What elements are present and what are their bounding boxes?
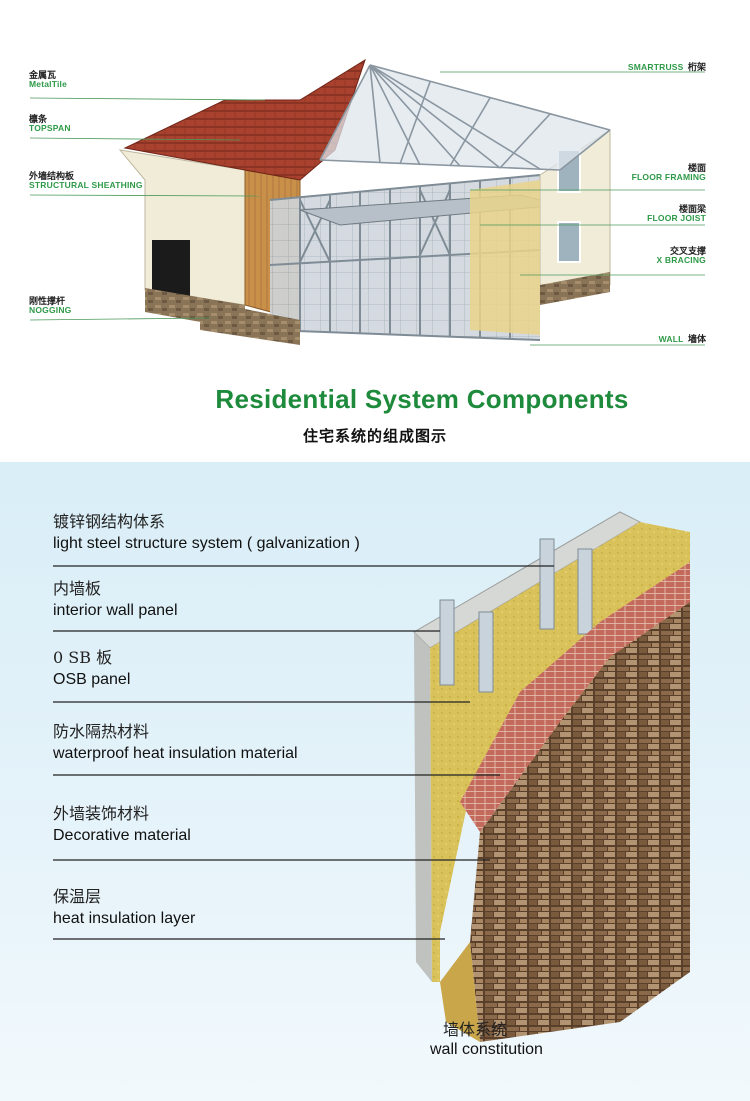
label-wall: WALL 墙体 [659, 329, 706, 347]
section-subtitle: 住宅系统的组成图示 [302, 428, 447, 445]
label-en: FLOOR JOIST [647, 213, 706, 224]
layer-cn: 镀锌钢结构体系 [53, 512, 166, 531]
decorative-stone-shape [470, 602, 690, 1042]
house-illustration [29, 58, 705, 346]
wall-cross-section-illustration [53, 511, 690, 1042]
layer-cn: 内墙板 [53, 579, 102, 598]
label-cn: 楼面 [687, 163, 706, 173]
wall-panel [470, 180, 540, 335]
layer-waterproof-insulation: 防水隔热材料 waterproof heat insulation materi… [53, 718, 298, 763]
steel-studs [439, 538, 593, 693]
wall-section: 镀锌钢结构体系 light steel structure system ( g… [0, 462, 750, 1101]
label-cn: 檩条 [29, 114, 48, 124]
label-en: X BRACING [656, 255, 706, 266]
layer-heat-insulation: 保温层 heat insulation layer [53, 883, 195, 928]
label-smartruss: SMARTRUSS 桁架 [628, 57, 706, 75]
wall-caption-en: wall constitution [430, 1041, 543, 1058]
label-en: WALL [658, 334, 684, 344]
section-title: Residential System Components [215, 384, 629, 414]
label-structural-sheathing: 外墙结构板 STRUCTURAL SHEATHING [29, 171, 143, 191]
layer-cn: 防水隔热材料 [53, 722, 150, 741]
label-topspan: 檩条 TOPSPAN [29, 114, 71, 134]
layer-en: interior wall panel [53, 602, 178, 619]
label-en: FLOOR FRAMING [631, 172, 706, 183]
layer-en: heat insulation layer [53, 910, 196, 927]
label-cn: 刚性撑杆 [29, 296, 66, 306]
residential-section: 金属瓦 MetalTile 檩条 TOPSPAN 外墙结构板 STRUCTURA… [0, 0, 750, 462]
layer-en: light steel structure system ( galvaniza… [53, 535, 360, 552]
wall-caption-cn: 墙体系统 [443, 1020, 508, 1039]
waterproof-layer-shape [460, 562, 690, 832]
label-en: MetalTile [29, 79, 68, 90]
layer-steel-structure: 镀锌钢结构体系 light steel structure system ( g… [53, 508, 360, 553]
label-metal-tile: 金属瓦 MetalTile [29, 70, 67, 90]
label-en: SMARTRUSS [627, 62, 684, 72]
label-cn: 交叉支撑 [669, 246, 706, 256]
label-cn: 楼面梁 [678, 204, 706, 214]
label-cn: 桁架 [687, 62, 706, 72]
label-en: TOPSPAN [29, 123, 71, 134]
label-cn: 墙体 [687, 334, 706, 344]
label-nogging: 刚性撑杆 NOGGING [29, 296, 72, 316]
layer-cn: 外墙装饰材料 [53, 804, 150, 823]
label-cn: 外墙结构板 [29, 171, 75, 181]
label-floor-joist: 楼面梁 FLOOR JOIST [647, 204, 706, 224]
label-cn: 金属瓦 [29, 70, 57, 80]
label-x-bracing: 交叉支撑 X BRACING [657, 246, 707, 266]
layer-interior-wall-panel: 内墙板 interior wall panel [53, 575, 178, 620]
layer-en: OSB panel [53, 671, 131, 688]
layer-cn: 保温层 [53, 887, 102, 906]
label-en: NOGGING [29, 305, 72, 316]
label-en: STRUCTURAL SHEATHING [29, 180, 143, 191]
layer-en: Decorative material [53, 827, 191, 844]
layer-en: waterproof heat insulation material [53, 745, 298, 762]
layer-osb-panel: 0 SB 板 OSB panel [53, 644, 130, 689]
layer-decorative-material: 外墙装饰材料 Decorative material [53, 800, 191, 845]
label-floor-framing: 楼面 FLOOR FRAMING [632, 163, 706, 183]
layer-cn: 0 SB 板 [53, 648, 113, 667]
